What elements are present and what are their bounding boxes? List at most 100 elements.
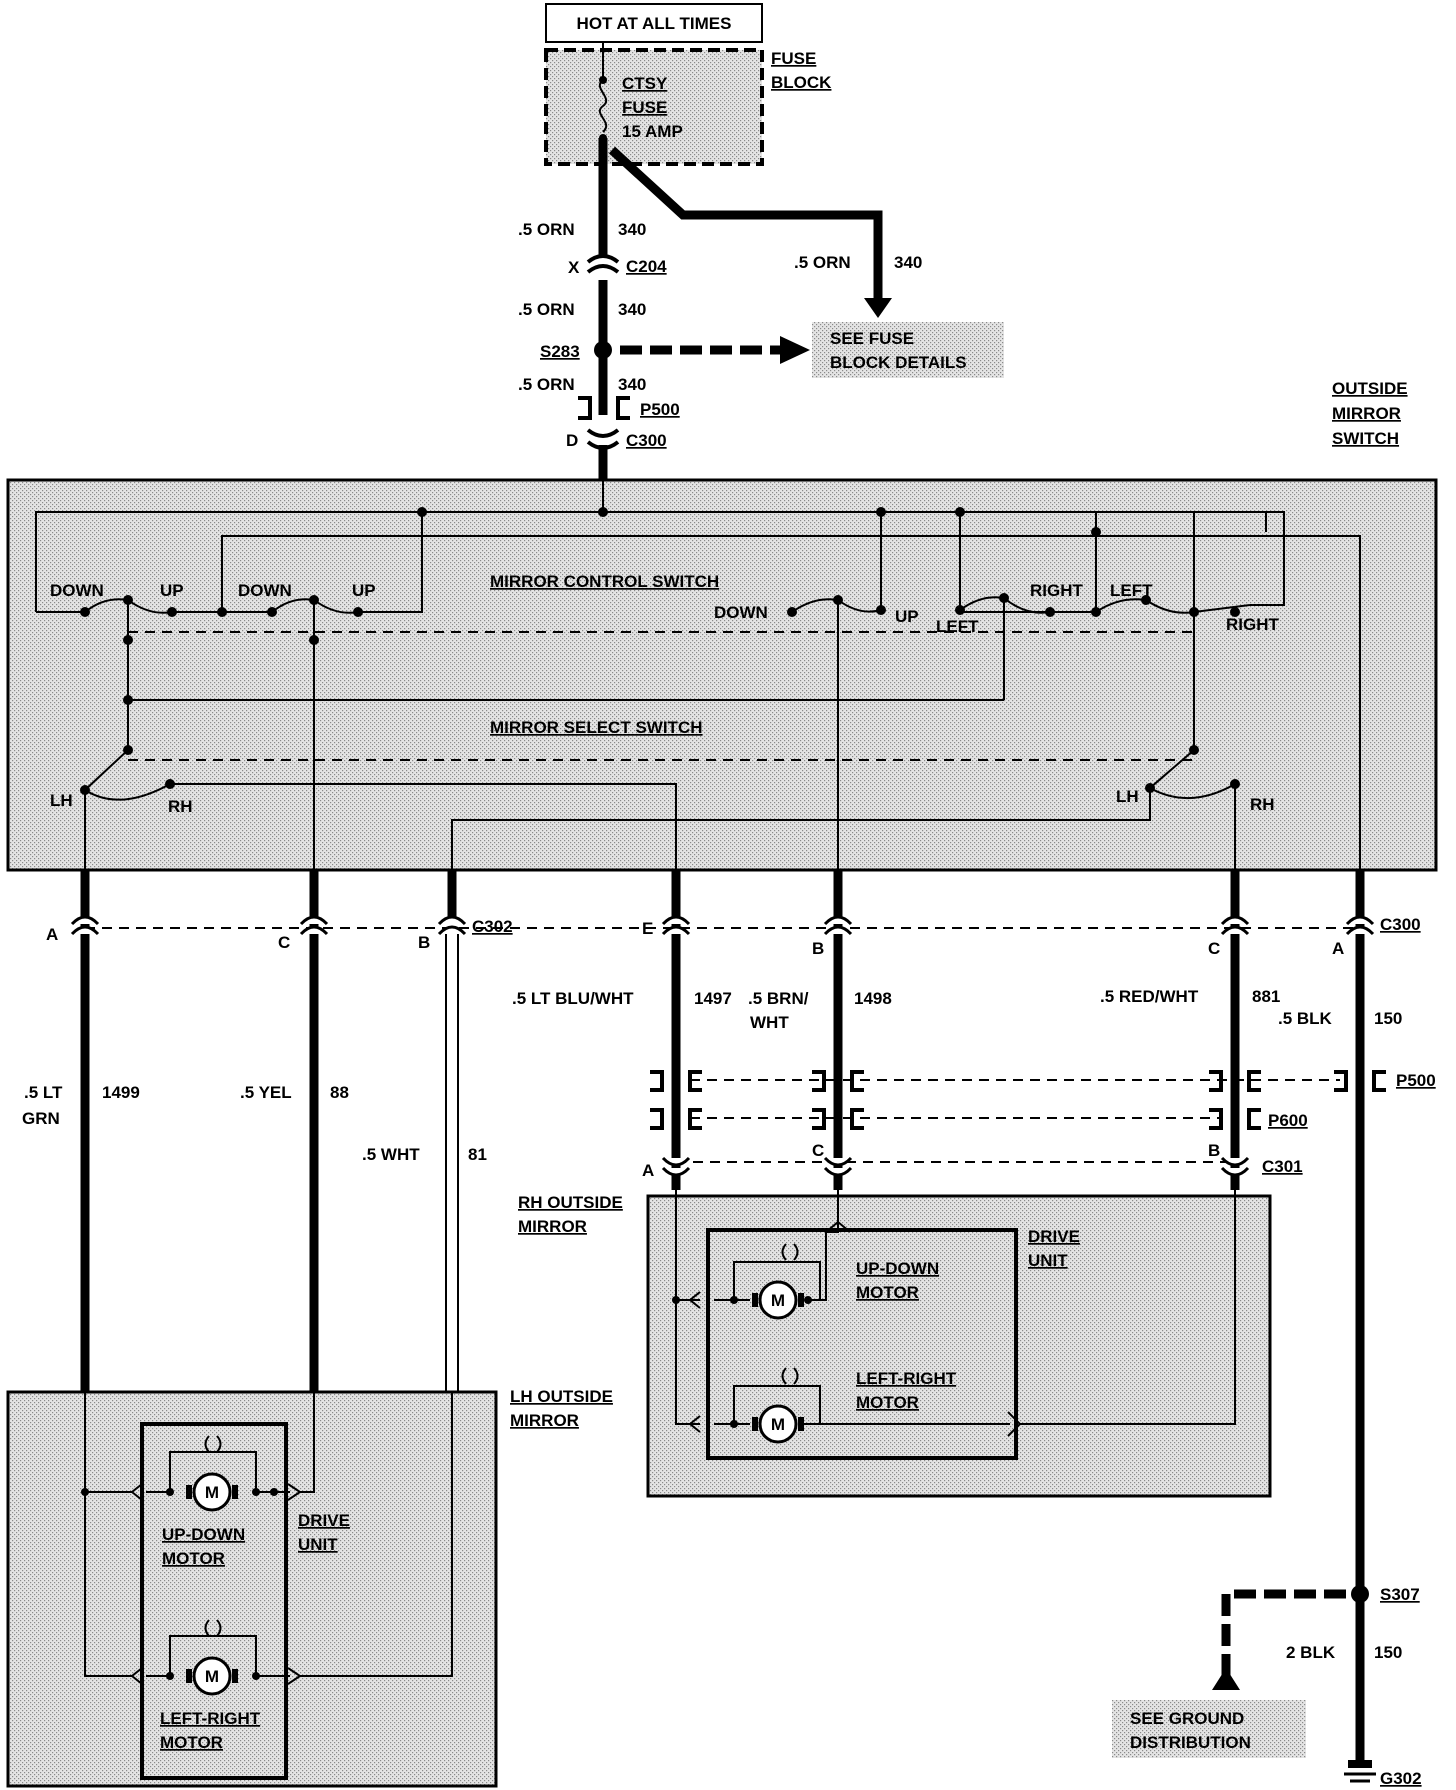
rh-left-right-motor: M LEFT-RIGHT MOTOR xyxy=(688,1367,1022,1444)
connector-pins-row1: A C B C302 E B C A C300 xyxy=(46,915,1421,958)
svg-text:C: C xyxy=(812,1141,824,1160)
svg-text:88: 88 xyxy=(330,1083,349,1102)
svg-text:UP: UP xyxy=(352,581,376,600)
arrow-down-icon xyxy=(864,298,892,318)
svg-text:C301: C301 xyxy=(1262,1157,1303,1176)
wire-340a-num: 340 xyxy=(618,220,646,239)
connector-c300: C300 xyxy=(1380,915,1421,934)
wire-150b-gauge: 2 BLK xyxy=(1286,1643,1336,1662)
wire-340d-num: 340 xyxy=(894,253,922,272)
motor-icon xyxy=(192,1656,232,1696)
svg-text:.5 WHT: .5 WHT xyxy=(362,1145,420,1164)
svg-text:.5 LT BLU/WHT: .5 LT BLU/WHT xyxy=(512,989,634,1008)
lh-outside-mirror-label: LH OUTSIDE MIRROR xyxy=(510,1387,613,1430)
svg-text:MIRROR: MIRROR xyxy=(1332,404,1401,423)
svg-text:WHT: WHT xyxy=(750,1013,789,1032)
wire-340b-gauge: .5 ORN xyxy=(518,300,575,319)
svg-text:MIRROR: MIRROR xyxy=(518,1217,587,1236)
svg-text:MOTOR: MOTOR xyxy=(856,1283,919,1302)
svg-text:LEFT: LEFT xyxy=(936,617,979,636)
fuse-icon xyxy=(598,79,608,133)
connector-c204: X C204 xyxy=(568,254,667,277)
rh-mirror-wiring xyxy=(675,1190,1236,1425)
svg-text:1498: 1498 xyxy=(854,989,892,1008)
fuse-block-label-2: BLOCK xyxy=(771,73,832,92)
svg-text:LH: LH xyxy=(50,791,73,810)
svg-text:81: 81 xyxy=(468,1145,487,1164)
svg-text:S283: S283 xyxy=(540,342,580,361)
svg-text:P500: P500 xyxy=(640,400,680,419)
connector-c300-top: D C300 xyxy=(566,428,667,450)
svg-text:B: B xyxy=(1208,1141,1220,1160)
lh-drive-unit xyxy=(140,1422,288,1780)
svg-text:MOTOR: MOTOR xyxy=(160,1733,223,1752)
svg-text:LEFT-RIGHT: LEFT-RIGHT xyxy=(160,1709,261,1728)
svg-text:UP: UP xyxy=(895,607,919,626)
switch-labels: DOWN UP DOWN UP MIRROR CONTROL SWITCH DO… xyxy=(50,572,1280,816)
svg-text:.5 LT: .5 LT xyxy=(24,1083,63,1102)
connector-p500-top: P500 xyxy=(578,396,680,420)
hot-at-all-times-label: HOT AT ALL TIMES xyxy=(577,14,732,33)
svg-text:RIGHT: RIGHT xyxy=(1226,615,1280,634)
svg-text:M: M xyxy=(205,1667,219,1686)
hot-at-all-times-box: HOT AT ALL TIMES xyxy=(545,3,763,43)
svg-text:RIGHT: RIGHT xyxy=(1030,581,1084,600)
svg-text:RH: RH xyxy=(168,797,193,816)
svg-text:C204: C204 xyxy=(626,257,667,276)
svg-text:P500: P500 xyxy=(1396,1071,1436,1090)
rh-drive-unit-label-1: DRIVE xyxy=(1028,1227,1080,1246)
splice-s283: S283 xyxy=(540,336,810,364)
rh-up-down-motor: M UP-DOWN MOTOR xyxy=(672,1220,939,1320)
svg-text:LH OUTSIDE: LH OUTSIDE xyxy=(510,1387,613,1406)
svg-text:SEE GROUND: SEE GROUND xyxy=(1130,1709,1244,1728)
fuse-block-label-1: FUSE xyxy=(771,49,816,68)
wire-labels-mid: .5 LT BLU/WHT 1497 .5 BRN/ WHT 1498 .5 R… xyxy=(22,987,1402,1164)
ground-icon xyxy=(1348,1760,1372,1768)
wire-340d-gauge: .5 ORN xyxy=(794,253,851,272)
rh-drive-unit-label-2: UNIT xyxy=(1028,1251,1068,1270)
svg-text:150: 150 xyxy=(1374,1009,1402,1028)
svg-text:X: X xyxy=(568,258,580,277)
svg-text:C: C xyxy=(278,933,290,952)
see-fuse-block-details: SEE FUSE BLOCK DETAILS xyxy=(812,322,1004,378)
svg-text:B: B xyxy=(418,933,430,952)
svg-text:M: M xyxy=(771,1291,785,1310)
wire-340c-gauge: .5 ORN xyxy=(518,375,575,394)
wire-150b-num: 150 xyxy=(1374,1643,1402,1662)
wire-340c-num: 340 xyxy=(618,375,646,394)
svg-text:M: M xyxy=(205,1483,219,1502)
fuse-name-2: FUSE xyxy=(622,98,667,117)
svg-text:A: A xyxy=(1332,939,1344,958)
see-ground-distribution: SEE GROUND DISTRIBUTION xyxy=(1112,1700,1306,1758)
svg-text:LEFT: LEFT xyxy=(1110,581,1153,600)
svg-text:DOWN: DOWN xyxy=(714,603,768,622)
fuse-name-1: CTSY xyxy=(622,74,668,93)
rh-outside-mirror-label: RH OUTSIDE MIRROR xyxy=(518,1193,623,1236)
lh-left-right-motor: M LEFT-RIGHT MOTOR xyxy=(130,1619,302,1752)
svg-text:BLOCK DETAILS: BLOCK DETAILS xyxy=(830,353,967,372)
svg-text:GRN: GRN xyxy=(22,1109,60,1128)
svg-text:UP: UP xyxy=(160,581,184,600)
svg-text:OUTSIDE: OUTSIDE xyxy=(1332,379,1408,398)
svg-text:MOTOR: MOTOR xyxy=(856,1393,919,1412)
svg-text:UP-DOWN: UP-DOWN xyxy=(856,1259,939,1278)
svg-text:1497: 1497 xyxy=(694,989,732,1008)
mirror-control-switch-label: MIRROR CONTROL SWITCH xyxy=(490,572,719,591)
svg-text:1499: 1499 xyxy=(102,1083,140,1102)
svg-text:LEFT-RIGHT: LEFT-RIGHT xyxy=(856,1369,957,1388)
svg-text:DOWN: DOWN xyxy=(238,581,292,600)
svg-text:.5 BRN/: .5 BRN/ xyxy=(748,989,809,1008)
svg-text:C300: C300 xyxy=(626,431,667,450)
outside-mirror-switch-title: OUTSIDE MIRROR SWITCH xyxy=(1332,379,1408,448)
splice-s307: S307 xyxy=(1212,1585,1420,1690)
ground-g302: G302 xyxy=(1344,1760,1422,1788)
svg-text:UP-DOWN: UP-DOWN xyxy=(162,1525,245,1544)
svg-text:B: B xyxy=(812,939,824,958)
connector-c301: A C B C301 xyxy=(642,1141,1303,1180)
switch-contact-dots xyxy=(80,507,1240,795)
fuse-rating: 15 AMP xyxy=(622,122,683,141)
connector-c302: C302 xyxy=(472,917,513,936)
wire-340a-gauge: .5 ORN xyxy=(518,220,575,239)
svg-text:LH: LH xyxy=(1116,787,1139,806)
